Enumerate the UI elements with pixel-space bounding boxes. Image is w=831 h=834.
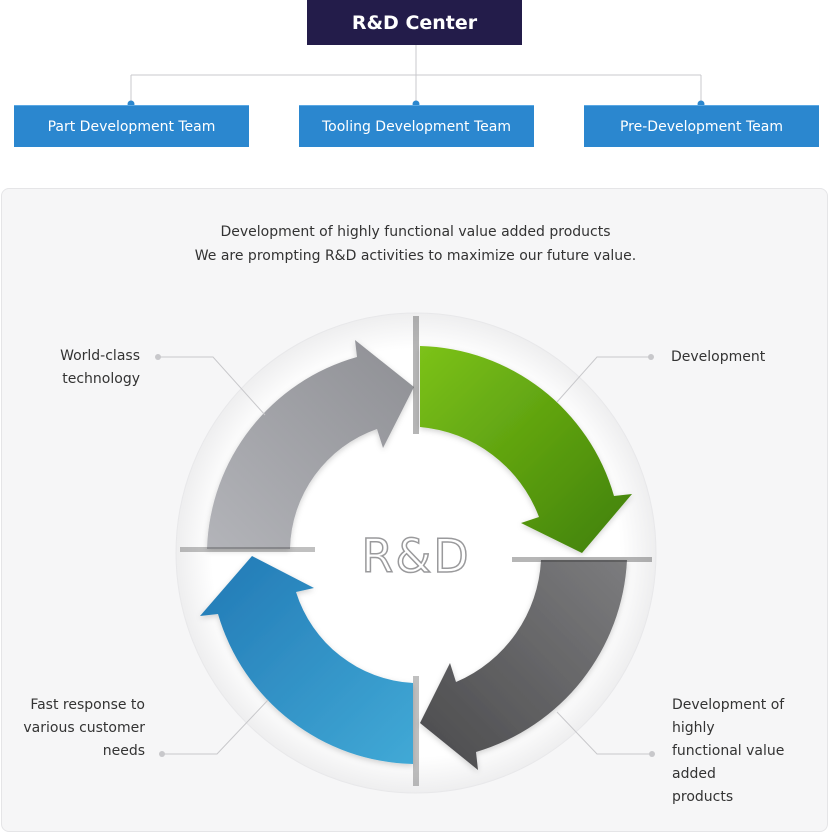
label-line: technology — [62, 371, 140, 387]
label-line: Development — [671, 349, 766, 365]
team-label: Pre-Development Team — [619, 118, 783, 135]
label-line: Development of highly — [672, 697, 785, 736]
team-label: Part Development Team — [47, 118, 216, 135]
label-line: needs — [102, 743, 145, 759]
rd-center-title: R&D Center — [351, 11, 478, 34]
arrow-light-gray — [207, 340, 414, 549]
separator-left — [180, 547, 315, 552]
label-line: various customer — [23, 720, 145, 736]
label-line: functional value added — [672, 743, 785, 782]
rd-center-box: R&D Center — [307, 0, 522, 45]
arrow-green — [420, 346, 632, 553]
intro-line-1: Development of highly functional value a… — [220, 224, 611, 240]
cycle-center-text: R&D — [361, 529, 470, 583]
label-line: products — [672, 789, 734, 805]
team-part-development: Part Development Team — [14, 105, 249, 147]
label-line: Fast response to — [30, 697, 145, 713]
leader-dots — [155, 354, 655, 757]
label-world-class-technology: World-class technology — [40, 345, 140, 391]
label-development-value-added: Development of highly functional value a… — [672, 694, 830, 809]
separator-top — [413, 316, 419, 434]
team-pre-development: Pre-Development Team — [584, 105, 819, 147]
arrow-dark-gray — [420, 560, 627, 770]
separator-bottom — [413, 676, 419, 786]
leader-lines — [158, 356, 652, 755]
label-development: Development — [671, 346, 765, 369]
intro-line-2: We are prompting R&D activities to maxim… — [194, 248, 637, 264]
team-tooling-development: Tooling Development Team — [299, 105, 534, 147]
arrow-cyan — [200, 556, 413, 764]
team-label: Tooling Development Team — [322, 118, 511, 135]
separator-right — [512, 557, 652, 562]
label-fast-response: Fast response to various customer needs — [0, 694, 145, 763]
label-line: World-class — [60, 348, 140, 364]
